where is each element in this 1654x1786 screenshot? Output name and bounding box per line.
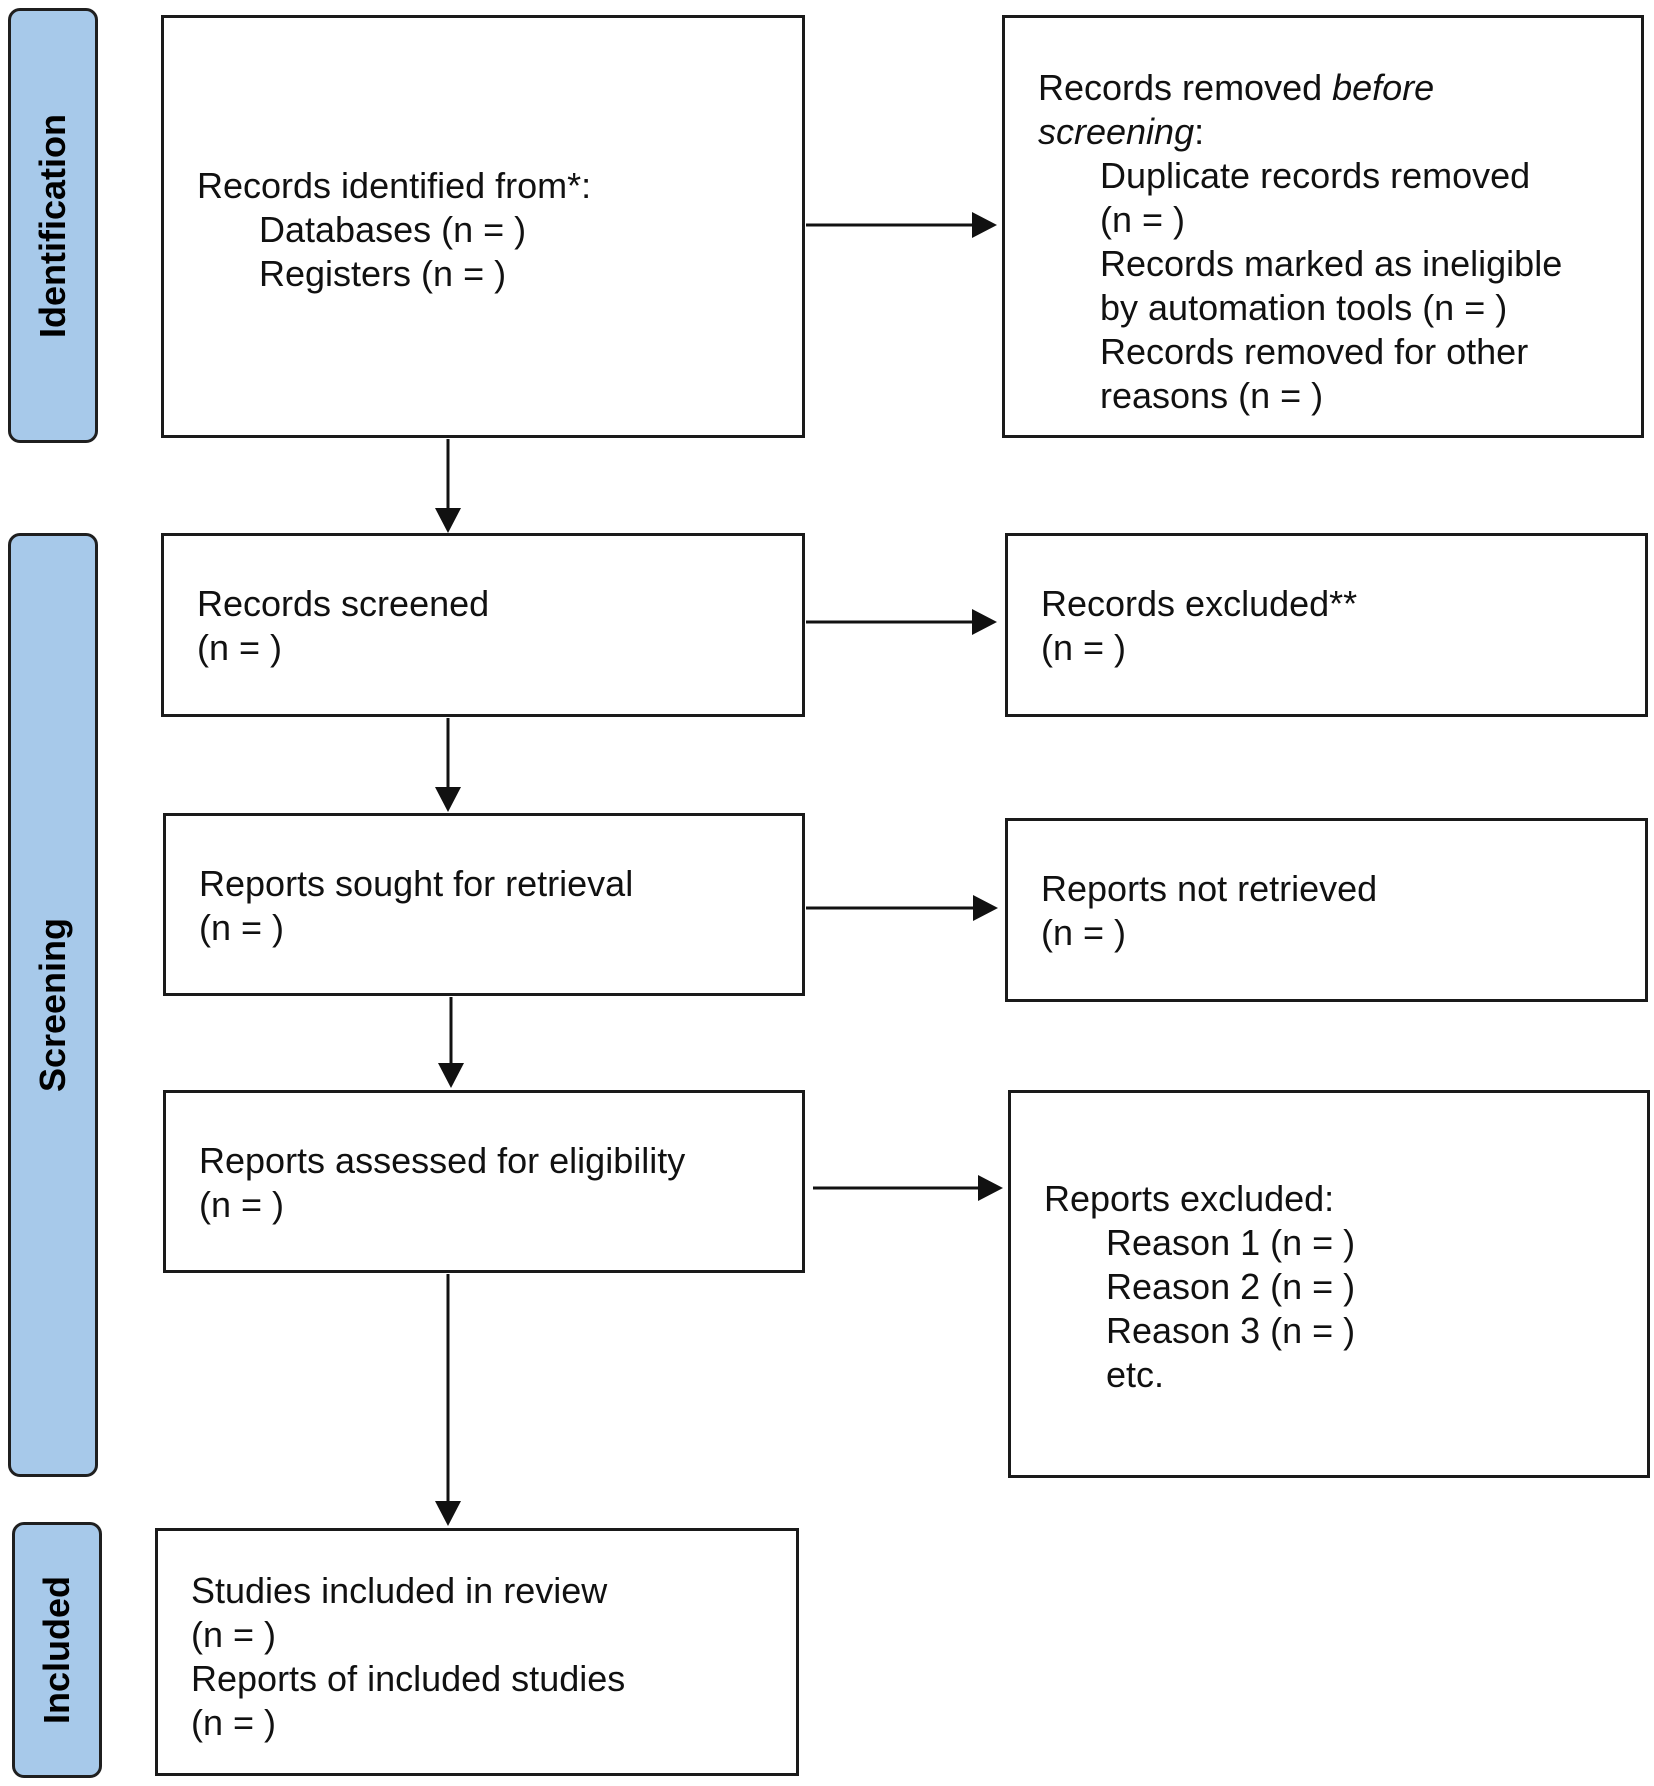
arrowhead-assessed-to-reports-excluded	[978, 1175, 1003, 1201]
records-identified-title: Records identified from*:	[197, 165, 592, 206]
reason-1: Reason 1 (n = )	[1106, 1222, 1356, 1263]
reports-included-title: Reports of included studies	[191, 1658, 626, 1699]
reports-sought-count: (n = )	[199, 907, 285, 948]
records-removed-title-line2: screening:	[1038, 110, 1641, 154]
duplicates-line1: Duplicate records removed	[1100, 155, 1531, 196]
records-removed-box: Records removed before screening: Duplic…	[1002, 15, 1644, 438]
reports-excluded-box: Reports excluded: Reason 1 (n = ) Reason…	[1008, 1090, 1650, 1478]
other-reasons-line2: reasons (n = )	[1100, 375, 1324, 416]
reports-not-retrieved-count: (n = )	[1041, 912, 1127, 953]
reports-sought-box: Reports sought for retrieval (n = )	[163, 813, 805, 996]
records-removed-title-before: before	[1332, 67, 1435, 108]
reason-3: Reason 3 (n = )	[1106, 1310, 1356, 1351]
records-removed-title-colon: :	[1194, 111, 1205, 152]
arrowhead-screened-to-sought	[435, 787, 461, 812]
studies-included-count: (n = )	[191, 1614, 277, 1655]
reports-sought-title: Reports sought for retrieval	[199, 863, 634, 904]
records-identified-box: Records identified from*: Databases (n =…	[161, 15, 805, 438]
phase-screening: Screening	[8, 533, 98, 1477]
records-removed-title: Records removed before	[1038, 66, 1641, 110]
reports-assessed-count: (n = )	[199, 1184, 285, 1225]
reports-excluded-title: Reports excluded:	[1044, 1178, 1335, 1219]
records-screened-count: (n = )	[197, 627, 283, 668]
ineligible-line2: by automation tools (n = )	[1100, 287, 1508, 328]
studies-included-box: Studies included in review (n = ) Report…	[155, 1528, 799, 1776]
ineligible-line1: Records marked as ineligible	[1100, 243, 1563, 284]
records-excluded-count: (n = )	[1041, 627, 1127, 668]
arrowhead-assessed-to-included	[435, 1501, 461, 1526]
arrowhead-sought-to-assessed	[438, 1063, 464, 1088]
reports-not-retrieved-box: Reports not retrieved (n = )	[1005, 818, 1648, 1002]
phase-identification: Identification	[8, 8, 98, 443]
reasons-etc: etc.	[1106, 1354, 1165, 1395]
arrowhead-identified-to-removed	[972, 212, 997, 238]
studies-included-title: Studies included in review	[191, 1570, 608, 1611]
records-removed-title-text: Records removed	[1038, 67, 1333, 108]
records-removed-title-screening: screening	[1038, 111, 1195, 152]
records-screened-title: Records screened	[197, 583, 490, 624]
arrowhead-identified-to-screened	[435, 508, 461, 533]
databases-count: Databases (n = )	[259, 209, 527, 250]
reports-included-count: (n = )	[191, 1702, 277, 1743]
registers-count: Registers (n = )	[259, 253, 507, 294]
arrowhead-screened-to-excluded	[972, 609, 997, 635]
records-excluded-title: Records excluded**	[1041, 583, 1358, 624]
reports-not-retrieved-title: Reports not retrieved	[1041, 868, 1378, 909]
records-screened-box: Records screened (n = )	[161, 533, 805, 717]
reason-2: Reason 2 (n = )	[1106, 1266, 1356, 1307]
other-reasons-line1: Records removed for other	[1100, 331, 1529, 372]
reports-assessed-box: Reports assessed for eligibility (n = )	[163, 1090, 805, 1273]
reports-assessed-title: Reports assessed for eligibility	[199, 1140, 686, 1181]
records-excluded-box: Records excluded** (n = )	[1005, 533, 1648, 717]
phase-included: Included	[12, 1522, 102, 1778]
duplicates-line2: (n = )	[1100, 199, 1186, 240]
arrowhead-sought-to-not-retrieved	[973, 895, 998, 921]
